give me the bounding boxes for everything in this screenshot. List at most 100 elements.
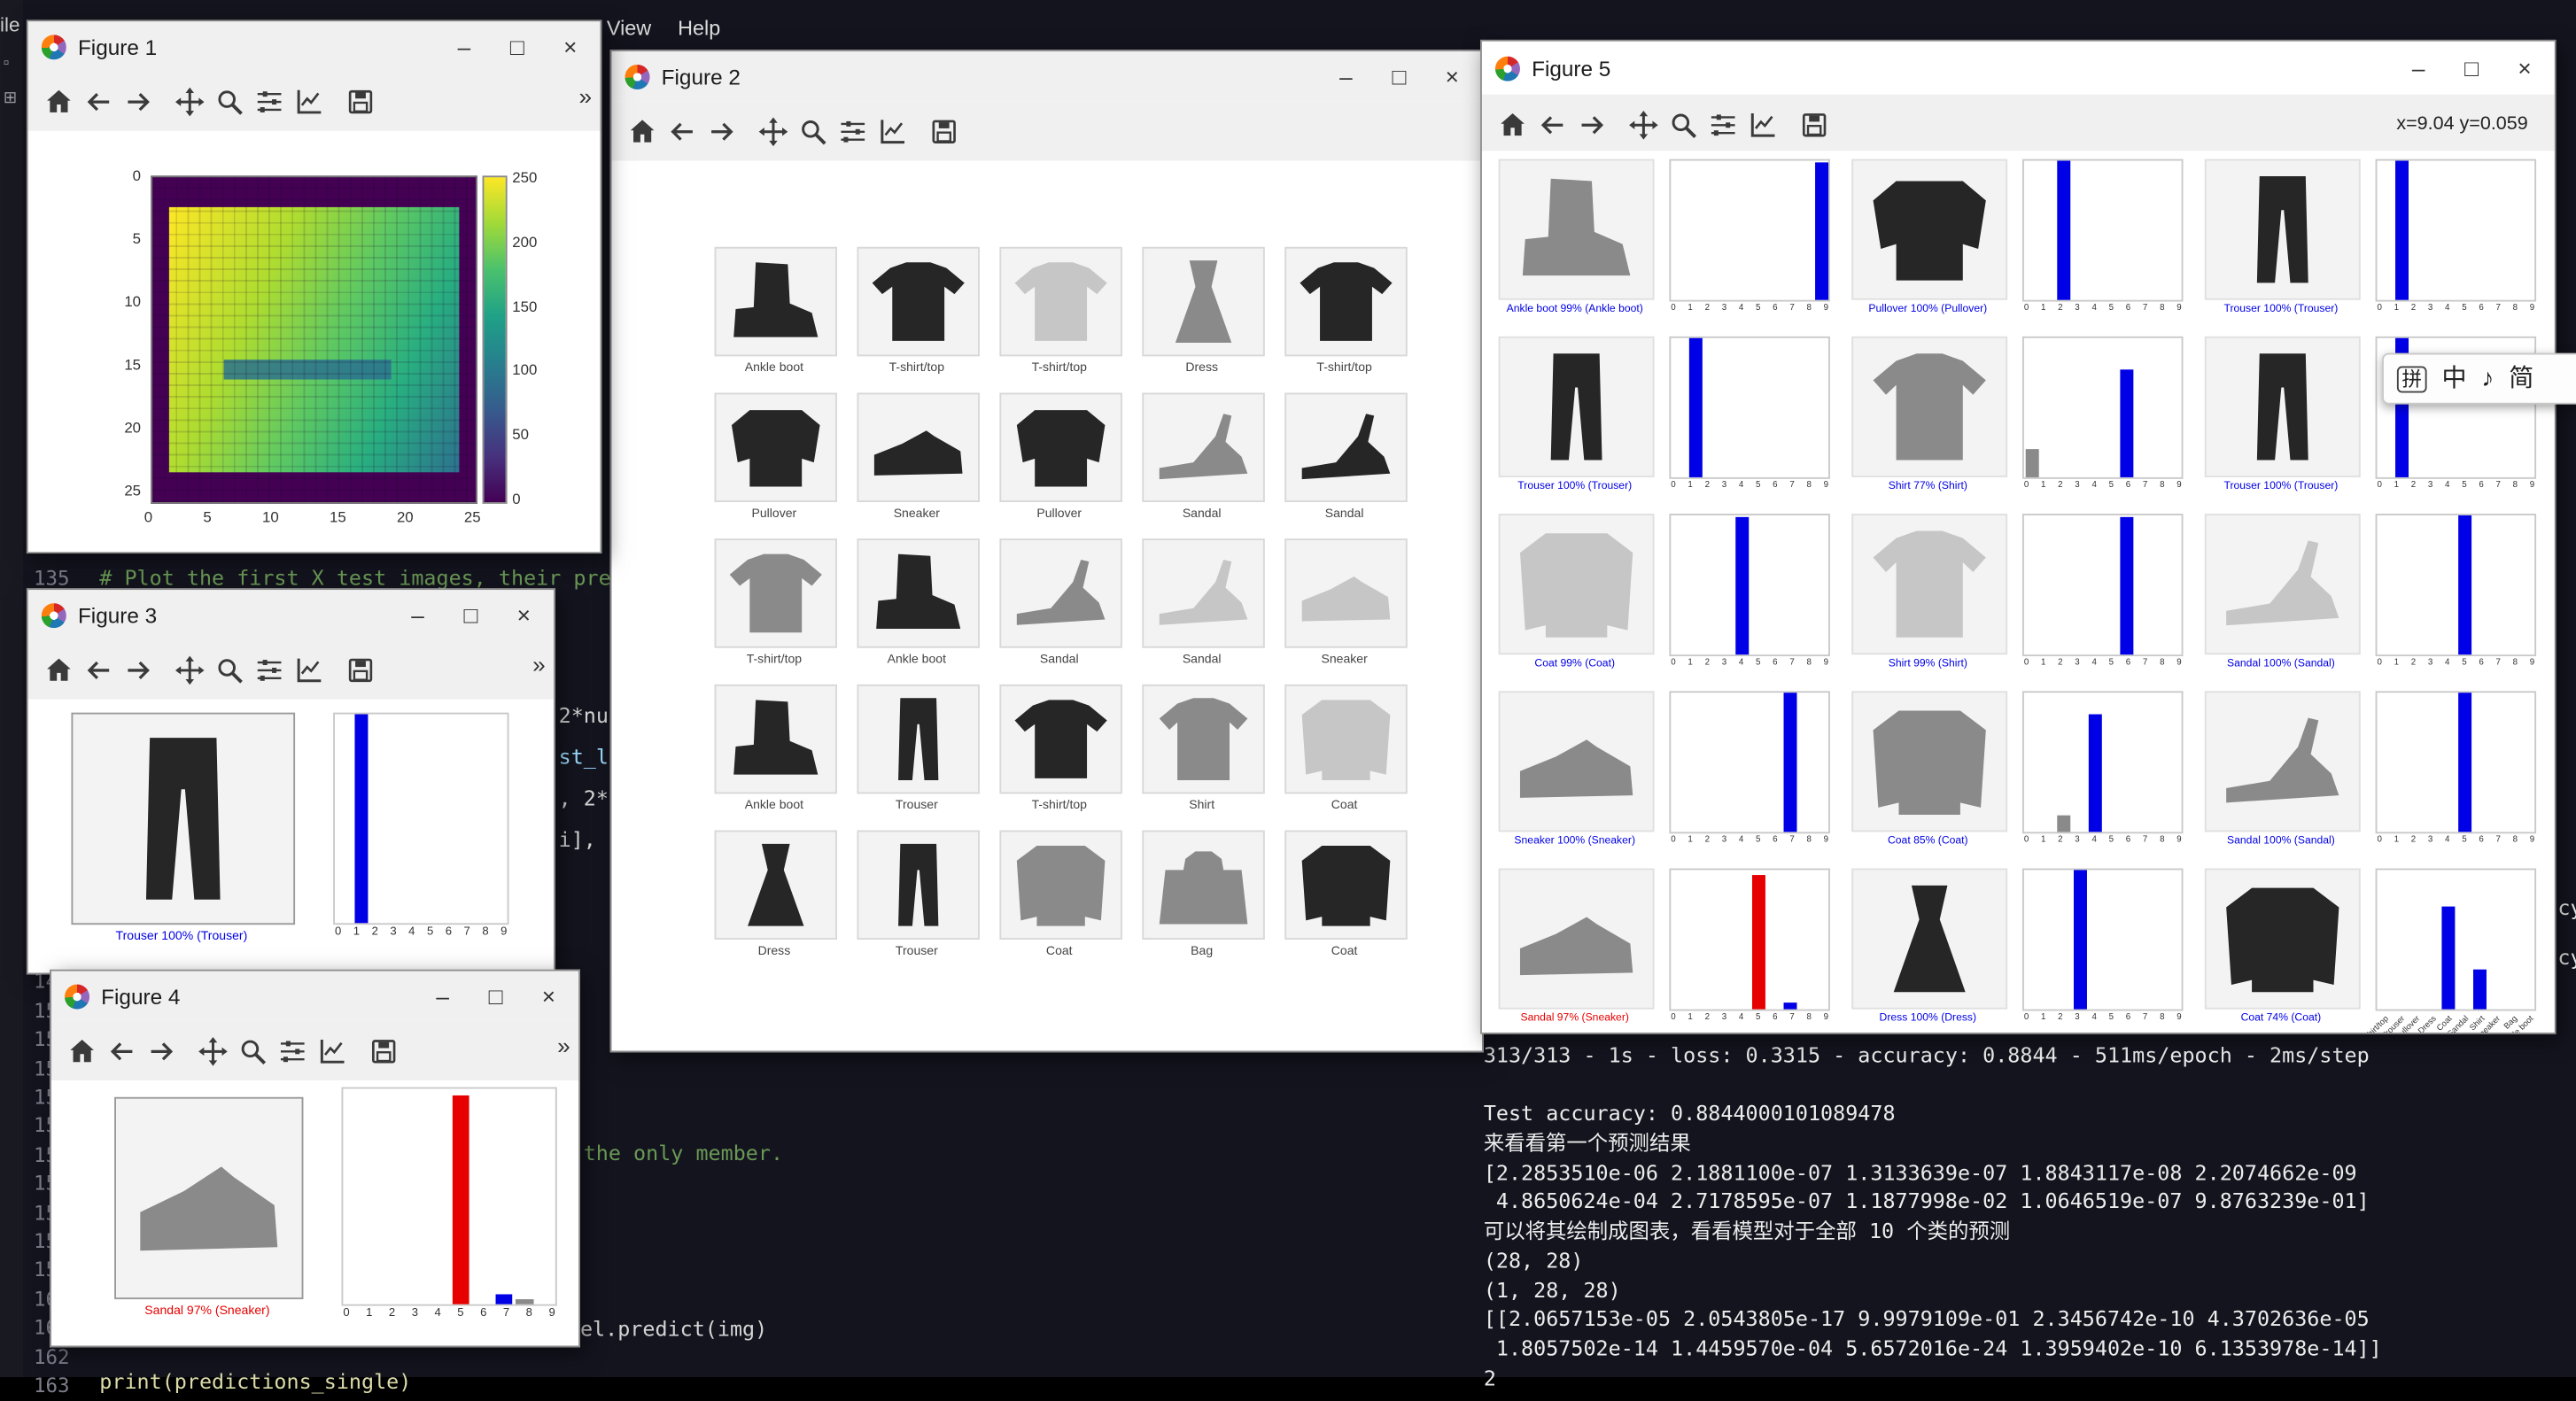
zoom-icon[interactable] [209, 648, 249, 692]
pan-icon[interactable] [1623, 103, 1663, 146]
zoom-icon[interactable] [209, 80, 249, 123]
maximize-button[interactable]: □ [509, 33, 524, 60]
ime-language-indicator[interactable]: 中 [2441, 364, 2467, 393]
forward-icon[interactable] [141, 1029, 181, 1072]
home-icon[interactable] [38, 648, 78, 692]
save-icon[interactable] [1794, 103, 1834, 146]
back-icon[interactable] [78, 80, 118, 123]
prediction-image-block: Sandal 100% (Sandal) [2204, 691, 2361, 847]
toolbar-overflow-chevron[interactable]: » [557, 1032, 570, 1059]
home-icon[interactable] [622, 110, 662, 153]
chart-plot-area [1669, 691, 1830, 834]
save-icon[interactable] [363, 1029, 403, 1072]
minimize-button[interactable]: – [436, 982, 449, 1010]
window-title: Figure 2 [661, 64, 741, 89]
save-icon[interactable] [340, 80, 380, 123]
minimize-button[interactable]: – [2411, 54, 2425, 81]
maximize-button[interactable]: □ [463, 601, 478, 629]
home-icon[interactable] [38, 80, 78, 123]
plot-options-icon[interactable] [289, 648, 329, 692]
back-icon[interactable] [662, 110, 702, 153]
subplots-icon[interactable] [249, 80, 289, 123]
background-text-fragment: print(predictions_single) [99, 1368, 412, 1394]
pan-icon[interactable] [169, 648, 209, 692]
home-icon[interactable] [1492, 103, 1532, 146]
x-tick-label: 0 [2377, 480, 2382, 491]
sample-label: Trouser [895, 797, 938, 812]
figure-2-titlebar[interactable]: Figure 2 – □ × [611, 51, 1482, 102]
pan-icon[interactable] [169, 80, 209, 123]
toolbar-overflow-chevron[interactable]: » [532, 651, 546, 678]
forward-icon[interactable] [702, 110, 741, 153]
menu-help[interactable]: Help [678, 16, 721, 40]
x-tick-label: 9 [2529, 657, 2535, 669]
x-tick-label: 8 [2512, 303, 2518, 313]
x-tick-label: 5 [1756, 1012, 1761, 1023]
x-tick-label: 2 [371, 926, 378, 939]
terminal-line: 1.8057502e-14 1.4459570e-04 5.6572016e-2… [1483, 1335, 2382, 1361]
figure-4-titlebar[interactable]: Figure 4 – □ × [51, 971, 579, 1021]
x-tick-label: 7 [502, 1307, 510, 1320]
save-icon[interactable] [340, 648, 380, 692]
close-button[interactable]: × [516, 601, 531, 629]
save-icon[interactable] [923, 110, 963, 153]
pan-icon[interactable] [753, 110, 793, 153]
close-button[interactable]: × [1445, 63, 1459, 90]
figure-5-titlebar[interactable]: Figure 5 – □ × [1481, 41, 2555, 95]
background-text-fragment: cy: [2557, 894, 2576, 920]
forward-icon[interactable] [118, 80, 158, 123]
zoom-icon[interactable] [1663, 103, 1703, 146]
x-tick-label: 5 [1756, 657, 1761, 669]
plot-options-icon[interactable] [872, 110, 912, 153]
zoom-icon[interactable] [232, 1029, 272, 1072]
subplots-icon[interactable] [272, 1029, 312, 1072]
figure-3-window: Figure 3 – □ × » Trouser 100% (Trouser) … [26, 588, 555, 975]
x-tick-label: 8 [2160, 303, 2165, 313]
prediction-bar [1814, 162, 1828, 300]
subplots-icon[interactable] [1703, 103, 1742, 146]
back-icon[interactable] [1532, 103, 1571, 146]
window-title: Figure 5 [1532, 55, 1611, 81]
maximize-button[interactable]: □ [488, 982, 503, 1010]
forward-icon[interactable] [118, 648, 158, 692]
x-tick-label: 4 [1738, 303, 1744, 313]
subplots-icon[interactable] [832, 110, 872, 153]
close-button[interactable]: × [541, 982, 556, 1010]
forward-icon[interactable] [1571, 103, 1611, 146]
figure-3-titlebar[interactable]: Figure 3 – □ × [27, 590, 555, 640]
x-tick-label: 3 [2427, 480, 2433, 491]
minimize-button[interactable]: – [457, 33, 471, 60]
ime-simplified-icon[interactable]: 简 [2509, 364, 2534, 393]
plot-options-icon[interactable] [312, 1029, 352, 1072]
prediction-image [1851, 691, 2008, 832]
figure-1-titlebar[interactable]: Figure 1 – □ × [27, 21, 601, 72]
menu-view[interactable]: View [606, 16, 652, 40]
back-icon[interactable] [101, 1029, 141, 1072]
plot-options-icon[interactable] [289, 80, 329, 123]
clothing-silhouette [1873, 181, 1986, 281]
minimize-button[interactable]: – [1339, 63, 1353, 90]
ime-input-mode-icon[interactable]: 拼 [2396, 365, 2427, 392]
maximize-button[interactable]: □ [1392, 63, 1407, 90]
back-icon[interactable] [78, 648, 118, 692]
x-tick-label: 7 [1789, 657, 1795, 669]
home-icon[interactable] [61, 1029, 101, 1072]
zoom-icon[interactable] [792, 110, 832, 153]
pan-icon[interactable] [192, 1029, 232, 1072]
sample-label: Coat [1331, 942, 1358, 958]
ime-sound-icon[interactable]: ♪ [2481, 364, 2495, 393]
plot-options-icon[interactable] [1742, 103, 1782, 146]
x-tick-label: 1 [2041, 1012, 2046, 1023]
subplots-icon[interactable] [249, 648, 289, 692]
maximize-button[interactable]: □ [2464, 54, 2479, 81]
sample-label: Sandal [1039, 651, 1079, 667]
close-button[interactable]: × [563, 33, 578, 60]
clothing-silhouette [1893, 885, 1966, 993]
tick-label: 250 [512, 168, 538, 186]
minimize-button[interactable]: – [411, 601, 424, 629]
toolbar-overflow-chevron[interactable]: » [578, 82, 593, 110]
clothing-silhouette [733, 700, 819, 775]
close-button[interactable]: × [2518, 54, 2532, 81]
